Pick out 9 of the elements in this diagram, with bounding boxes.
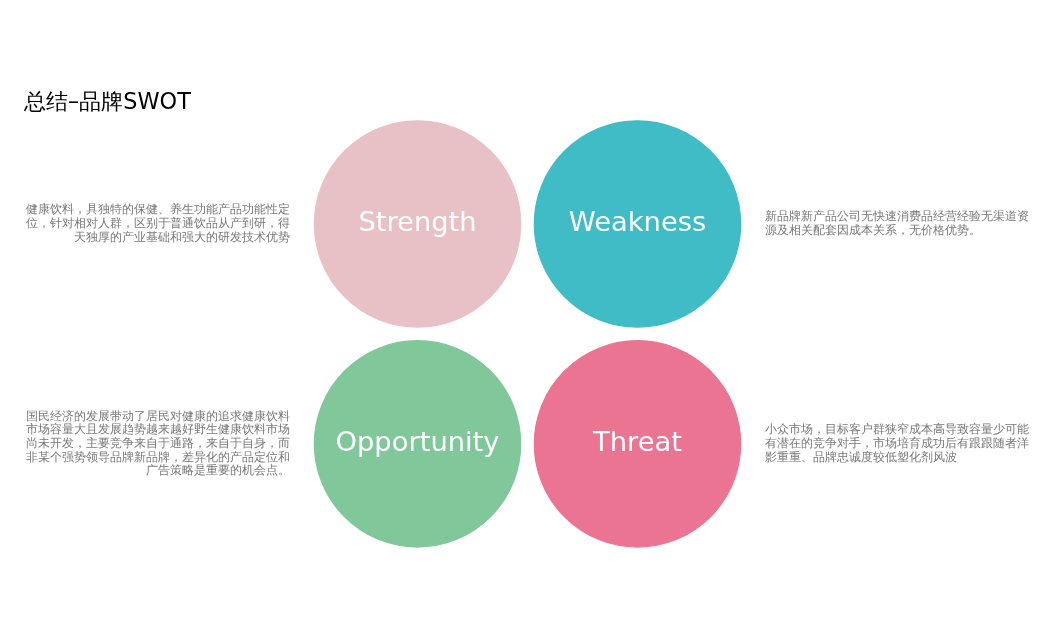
diagram-title: 总结–品牌SWOT bbox=[24, 87, 191, 114]
node-circle: Weakness bbox=[533, 120, 742, 328]
node-label: 新品牌新产品公司无快速消费品经营经验无渠道资源及相关配套因成本关系，无价格优势。 bbox=[764, 208, 1029, 237]
node-label: 健康饮料，具独特的保健、养生功能产品功能性定位，针对相对人群，区别于普通饮品从产到研，得天独厚的产业基础和强大的研发技术优势 bbox=[26, 201, 291, 244]
node-circle: Opportunity bbox=[313, 340, 522, 548]
node-circle: Threat bbox=[533, 340, 742, 548]
node-label: 国民经济的发展带动了居民对健康的追求健康饮料市场容量大且发展趋势越来越好野生健康饮料市场尚未开发，主要竞争来自于通路，来自于自身，而非某个强势领导品牌新品牌，差异化的产品定位和广告策略是重要的机会点。 bbox=[26, 407, 291, 478]
node-circle: Strength bbox=[313, 120, 522, 328]
node-label: 小众市场，目标客户群狭窄成本高导致容量少可能有潜在的竞争对手，市场培育成功后有跟跟随者洋影重重、品牌忠诚度较低塑化剂风波 bbox=[764, 421, 1029, 464]
